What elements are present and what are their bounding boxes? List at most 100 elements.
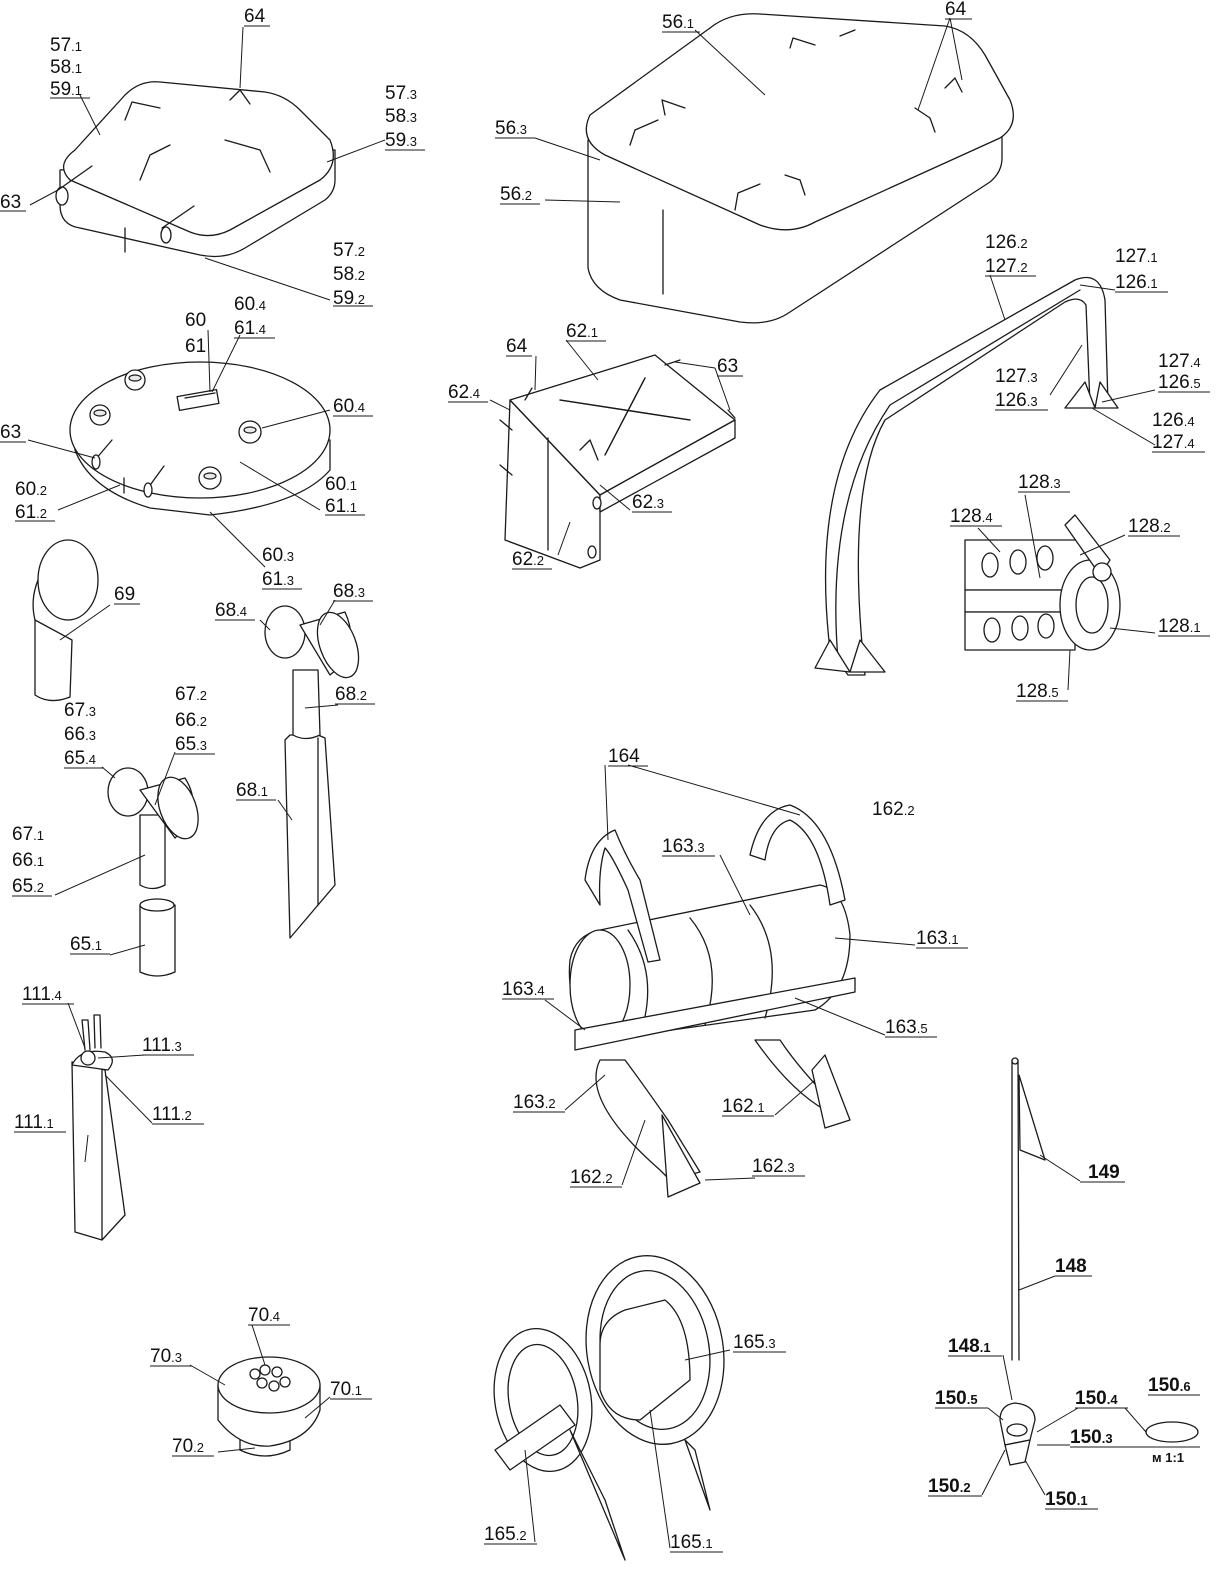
label: 66.1 (12, 850, 44, 871)
label: 65.3 (175, 734, 207, 755)
label: 67.1 (12, 824, 44, 845)
label: 163.4 (502, 979, 545, 1000)
label: 63 (717, 356, 738, 377)
label: 60.1 (325, 474, 357, 495)
label: 65.4 (64, 748, 96, 769)
label: 62.4 (448, 382, 480, 403)
scale-note: м 1:1 (1152, 1450, 1184, 1465)
label: 64 (506, 336, 528, 357)
label: 56.2 (500, 184, 532, 205)
label: 57.3 (385, 83, 417, 104)
label: 68.3 (333, 581, 365, 602)
label: 68.4 (215, 600, 247, 621)
figure-hose-reel (493, 1255, 725, 1561)
label: 59.3 (385, 130, 417, 151)
label: 111.1 (14, 1112, 54, 1133)
label: 148.1 (948, 1336, 991, 1357)
leader-lines (27, 17, 1156, 1549)
label: 57.1 (50, 35, 82, 56)
figure-device-70 (217, 1356, 321, 1457)
label: 148 (1055, 1256, 1087, 1277)
label: 67.3 (64, 700, 96, 721)
label: 126.1 (1115, 272, 1158, 293)
figure-flag-mast (999, 1057, 1199, 1466)
label: 127.4 (1152, 432, 1195, 453)
label: 149 (1088, 1162, 1120, 1183)
figure-oval-hatch (69, 361, 331, 516)
figure-rail (814, 276, 1119, 676)
label: 60.4 (234, 294, 266, 315)
label: 162.3 (752, 1156, 795, 1177)
label: 126.2 (985, 232, 1028, 253)
label: 58.2 (333, 264, 365, 285)
label: 64 (945, 0, 967, 20)
label: 163.2 (513, 1092, 556, 1113)
figure-drum-cradle (568, 804, 856, 1198)
label: 128.3 (1018, 472, 1061, 493)
label: 59.2 (333, 288, 365, 309)
label: 162.1 (722, 1096, 765, 1117)
label: 58.3 (385, 106, 417, 127)
label: 62.3 (632, 492, 664, 513)
label: 61.4 (234, 318, 266, 339)
label: 61.2 (15, 502, 47, 523)
label: 62.1 (566, 321, 598, 342)
label: 61 (185, 336, 206, 357)
label: 69 (114, 584, 135, 605)
label: 163.1 (916, 928, 959, 949)
label: 150.6 (1148, 1375, 1191, 1396)
label: 62.2 (512, 549, 544, 570)
figure-ring-bracket (964, 514, 1121, 651)
label: 68.1 (236, 780, 268, 801)
label: 60.4 (333, 396, 365, 417)
label: 59.1 (50, 79, 82, 100)
figure-vent-69 (32, 539, 99, 702)
label: 128.2 (1128, 516, 1171, 537)
label: 70.2 (172, 1436, 204, 1457)
label: 65.2 (12, 876, 44, 897)
label: 165.1 (670, 1532, 713, 1553)
label: 57.2 (333, 240, 365, 261)
label: 128.5 (1016, 681, 1059, 702)
label: 68.2 (335, 684, 367, 705)
label: 63 (0, 422, 21, 443)
label: 127.4 (1158, 351, 1201, 372)
figure-box-hatch (499, 354, 736, 569)
label: 127.1 (1115, 246, 1158, 267)
label: 127.2 (985, 256, 1028, 277)
label: 150.2 (928, 1476, 971, 1497)
label: 162.2 (570, 1167, 613, 1188)
label: 111.4 (22, 984, 62, 1005)
label: 60.2 (15, 479, 47, 500)
label: 126.4 (1152, 410, 1195, 431)
label: 126.3 (995, 390, 1038, 411)
label: 128.4 (950, 506, 993, 527)
label: 163.3 (662, 836, 705, 857)
label: 70.1 (330, 1379, 362, 1400)
figure-large-hatch (585, 13, 1014, 324)
figure-vent-68 (264, 605, 360, 939)
figure-vent-65 (107, 767, 199, 977)
label: 150.1 (1045, 1489, 1088, 1510)
label: 163.5 (885, 1017, 928, 1038)
figure-small-hatch (55, 81, 336, 258)
label: 65.1 (70, 934, 102, 955)
label: 67.2 (175, 684, 207, 705)
label: 61.1 (325, 496, 357, 517)
label: 111.2 (152, 1104, 192, 1125)
label: 150.4 (1075, 1388, 1118, 1409)
label: 61.3 (262, 569, 294, 590)
label: 60 (185, 310, 206, 331)
label: 162.2 (872, 799, 915, 820)
label: 164 (608, 746, 640, 767)
label: 58.1 (50, 57, 82, 78)
label: 56.1 (662, 12, 694, 33)
label: 56.3 (495, 118, 527, 139)
label: 126.5 (1158, 372, 1201, 393)
label: 165.2 (484, 1524, 527, 1545)
label: 111.3 (142, 1035, 182, 1056)
label: 165.3 (733, 1332, 776, 1353)
label: 128.1 (1158, 616, 1201, 637)
label-underlines (0, 18, 1210, 1553)
